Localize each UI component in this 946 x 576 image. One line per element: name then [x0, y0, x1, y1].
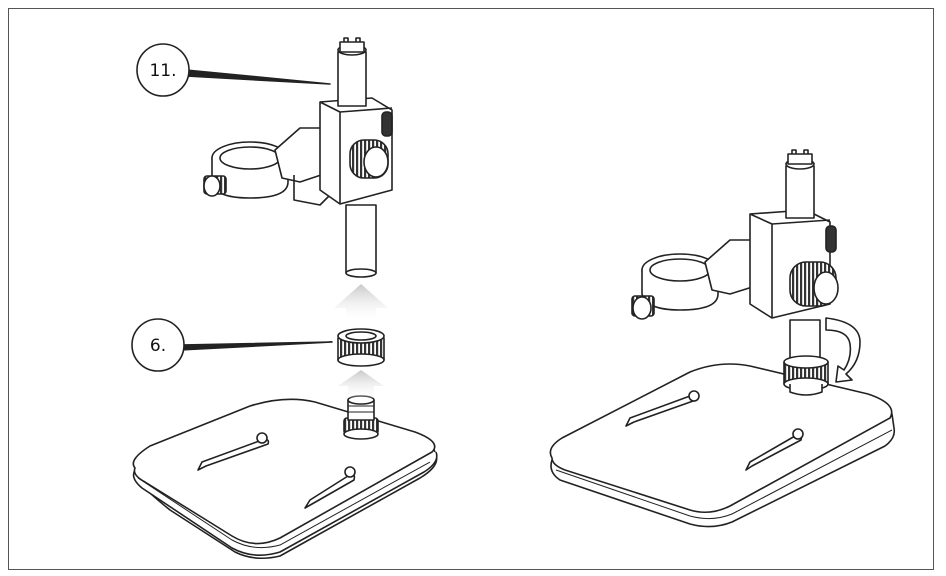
callout-6: [131, 318, 333, 372]
left-base-thread: [343, 395, 379, 440]
callout-label-6: 6.: [150, 336, 166, 356]
right-assembly: [631, 149, 839, 396]
up-arrow-icon: [334, 284, 388, 398]
callout-label-11: 11.: [149, 61, 176, 81]
diagram-frame: [8, 8, 934, 570]
rotate-arrow-icon: [825, 317, 861, 383]
locking-ring: [337, 328, 385, 367]
upper-arm-post: [203, 37, 393, 278]
right-base: [549, 363, 896, 528]
left-base: [132, 398, 438, 560]
callout-11: [136, 43, 331, 97]
